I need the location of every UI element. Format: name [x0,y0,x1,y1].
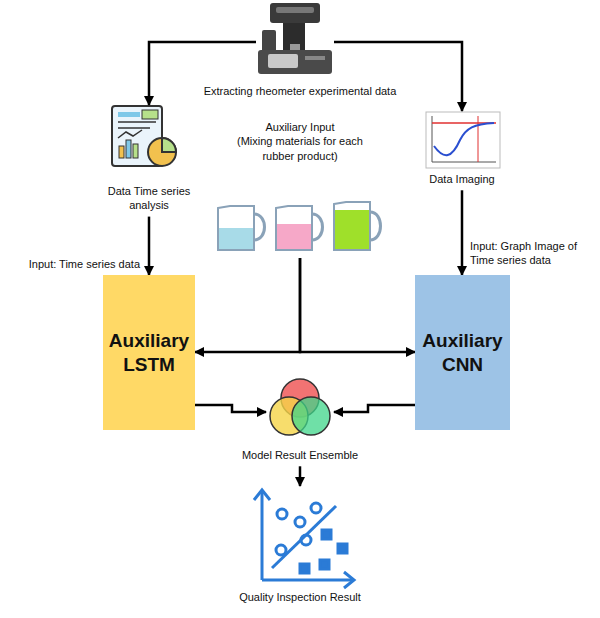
flow-arrow [148,217,151,275]
model-box: Auxiliary LSTM [103,275,195,430]
report-icon [112,106,176,166]
flow-arrow [461,190,464,275]
node-title: Auxiliary LSTM [107,329,191,377]
ensemble-node: Model Result Ensemble [238,372,362,464]
flow-arrow [334,405,415,412]
edge-label: Input: Graph Image of Time series data [468,238,598,269]
input-node: Auxiliary Input(Mixing materials for eac… [208,118,392,258]
flow-arrow [195,258,300,352]
material-cups [218,202,381,250]
analysis-node: Data Time series analysis [92,104,206,215]
edge-label: Input: Time series data [10,256,142,272]
flow-arrow [299,466,302,486]
model-box: Auxiliary CNN [415,275,510,430]
scatter-chart-icon [254,490,354,588]
flow-arrow [195,405,266,412]
node-title: Auxiliary Input [208,120,392,134]
node-title: Quality Inspection Result [205,590,395,604]
rheometer-picture [258,3,332,74]
node-title: Extracting rheometer experimental data [190,84,410,98]
rheometer-node: Extracting rheometer experimental data [190,0,410,100]
node-title: Data Imaging [412,172,512,186]
flow-arrow [300,258,415,352]
node-title: Data Time series analysis [92,184,206,213]
node-title: Auxiliary CNN [419,329,506,377]
flow-arrow [334,42,462,111]
node-title: Model Result Ensemble [238,448,362,462]
imaging-node: Data Imaging [412,108,512,188]
curve-graph-icon [426,112,500,168]
result-node: Quality Inspection Result [205,486,395,606]
ensemble-venn [270,379,330,435]
node-note: (Mixing materials for each rubber produc… [234,134,366,163]
